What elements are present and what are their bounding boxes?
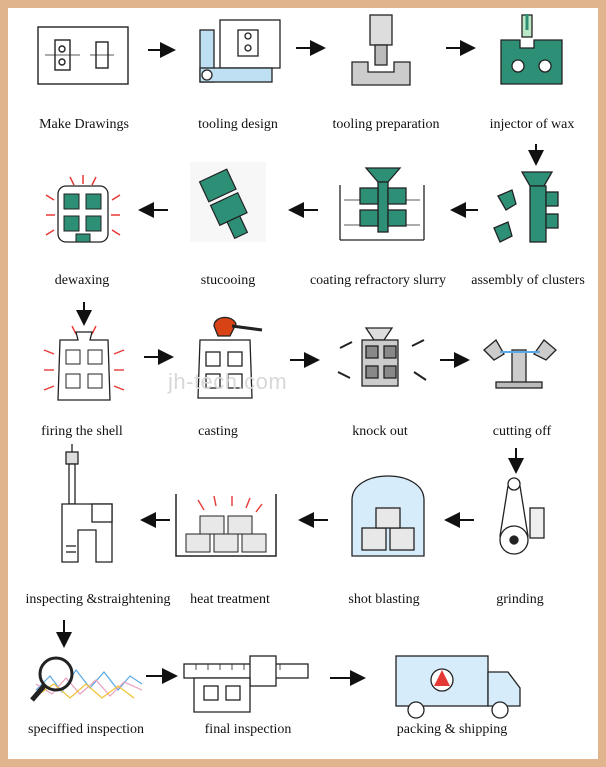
shot-blasting-icon	[351, 475, 425, 557]
label-inspecting-straightening: inspecting &straightening	[25, 592, 171, 607]
casting-icon	[197, 316, 263, 399]
label-heat-treatment: heat treatment	[190, 592, 270, 607]
knock-out-icon	[337, 327, 427, 387]
watermark: jh-tech.com	[168, 369, 288, 394]
final-inspection-icon	[183, 655, 309, 713]
label-make-drawings: Make Drawings	[39, 117, 129, 132]
speciffied-inspection-icon	[30, 656, 143, 702]
stucooing-icon	[190, 162, 266, 242]
label-assembly-of-clusters: assembly of clusters	[471, 273, 585, 288]
make-drawings-icon	[37, 26, 129, 85]
label-knock-out: knock out	[352, 424, 408, 439]
coating-refractory-slurry-icon	[339, 167, 425, 241]
label-packing-shipping: packing & shipping	[396, 722, 508, 737]
firing-the-shell-icon	[43, 325, 125, 401]
label-final-inspection: final inspection	[204, 722, 292, 737]
tooling-design-icon	[199, 19, 281, 83]
heat-treatment-icon	[175, 494, 277, 557]
assembly-of-clusters-icon	[493, 171, 559, 243]
label-speciffied-inspection: speciffied inspection	[28, 722, 144, 737]
label-dewaxing: dewaxing	[54, 273, 110, 288]
packing-shipping-icon	[395, 655, 521, 719]
grinding-icon	[499, 477, 545, 555]
label-casting: casting	[198, 424, 238, 439]
cutting-off-icon	[483, 339, 557, 389]
label-coating-refractory-slurry: coating refractory slurry	[309, 273, 447, 288]
dewaxing-icon	[45, 175, 121, 243]
tooling-preparation-icon	[351, 14, 411, 86]
label-tooling-preparation: tooling preparation	[332, 117, 440, 132]
label-cutting-off: cutting off	[492, 424, 552, 439]
label-grinding: grinding	[496, 592, 544, 607]
label-firing-the-shell: firing the shell	[41, 424, 123, 439]
injector-of-wax-icon	[500, 14, 563, 85]
label-injector-of-wax: injector of wax	[489, 117, 575, 132]
label-tooling-design: tooling design	[198, 117, 278, 132]
label-stucooing: stucooing	[200, 273, 256, 288]
inspecting-straightening-icon	[61, 444, 113, 563]
label-shot-blasting: shot blasting	[348, 592, 420, 607]
